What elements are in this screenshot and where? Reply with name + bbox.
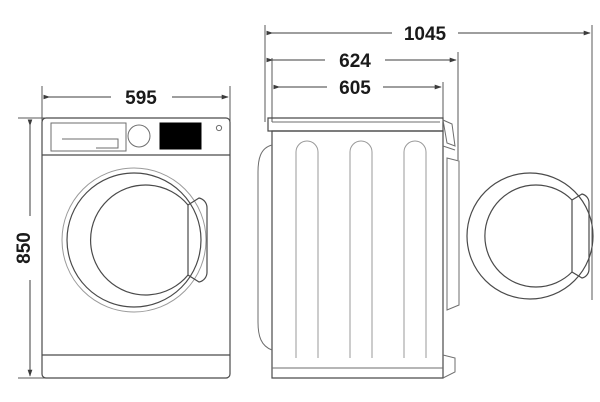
front-cabinet-body (41, 117, 231, 379)
dimension-depth-624: 624 (266, 51, 457, 72)
door-hinge-bracket (442, 145, 456, 151)
side-view-group (257, 25, 594, 379)
dimension-depth-605: 605 (273, 78, 442, 99)
front-view-group (18, 86, 231, 379)
side-cabinet-body (271, 130, 444, 379)
dim-605-label: 605 (339, 78, 371, 99)
side-rib-3 (403, 140, 427, 358)
dimension-width-595: 595 (43, 88, 229, 109)
door-outer-ring (61, 167, 207, 313)
door-handle-recess[interactable] (187, 197, 208, 283)
side-front-foot (442, 354, 456, 379)
power-button[interactable] (215, 124, 223, 132)
door-edge-strip (446, 157, 460, 311)
door-glass-circle (89, 184, 189, 296)
dimension-height-850: 850 (14, 119, 35, 377)
dim-850-label: 850 (14, 232, 35, 264)
detergent-drawer[interactable] (50, 122, 127, 152)
dim-595-label: 595 (125, 88, 157, 109)
dim-1045-label: 1045 (404, 24, 447, 45)
display-panel (159, 122, 202, 150)
side-top-lid (267, 117, 444, 132)
dim-624-label: 624 (339, 51, 371, 72)
program-dial[interactable] (127, 124, 151, 148)
side-rib-2 (349, 140, 373, 358)
open-door-handle-recess[interactable] (571, 193, 590, 279)
door-rim (66, 172, 202, 308)
open-door-glass-circle (484, 184, 573, 288)
side-rear-panel-bulge (257, 144, 273, 351)
dimension-depth-1045: 1045 (266, 24, 591, 45)
detergent-drawer-handle[interactable] (62, 138, 119, 149)
door-hinge (442, 119, 456, 147)
open-door-outer-ring (466, 172, 594, 300)
side-rib-1 (295, 140, 319, 358)
